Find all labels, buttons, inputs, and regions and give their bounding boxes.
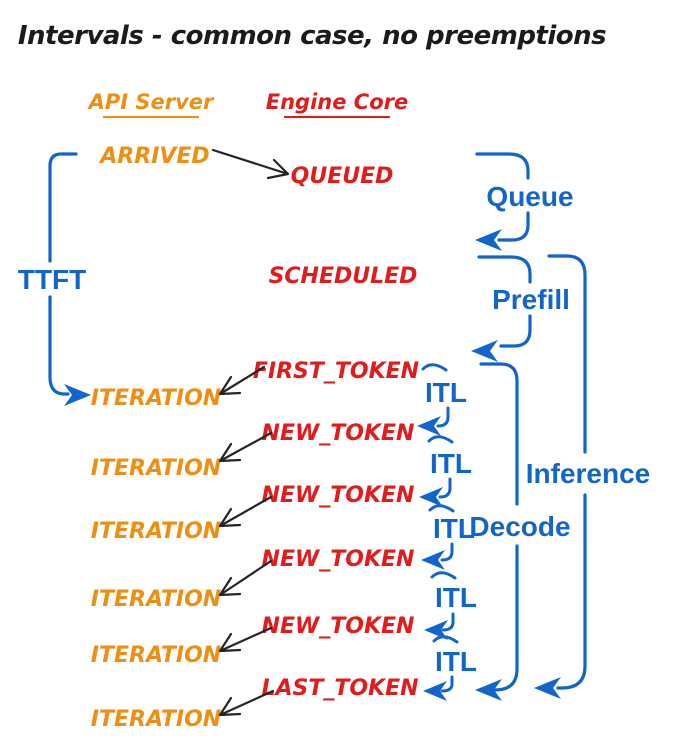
decode-arrowhead [475, 679, 502, 701]
inference-label: Inference [526, 458, 651, 489]
queue-arrowhead [475, 229, 502, 251]
arrow-new-token3-to-iteration [218, 559, 273, 597]
arrow-new-token2-to-iteration [218, 495, 273, 528]
arrow-first-token-to-iteration [218, 365, 266, 396]
itl-unit-2: ITL [419, 435, 472, 507]
itl-label-5: ITL [435, 646, 477, 677]
inference-bracket: Inference [526, 254, 651, 699]
itl-unit-1: ITL [417, 363, 467, 436]
prefill-label: Prefill [492, 284, 570, 315]
arrow-last-token-to-iteration [218, 689, 275, 717]
event-iteration-1: ITERATION [91, 386, 221, 411]
event-new-token-3: NEW_TOKEN [262, 547, 415, 572]
event-new-token-1: NEW_TOKEN [262, 421, 415, 446]
prefill-bracket: Prefill [471, 255, 570, 362]
event-new-token-4: NEW_TOKEN [262, 614, 415, 639]
event-arrived: ARRIVED [98, 144, 209, 169]
arrow-new-token1-to-iteration [218, 431, 273, 463]
prefill-arrowhead [471, 340, 498, 362]
arrow-arrived-to-queued [211, 148, 290, 180]
api-server-events: ARRIVED ITERATION ITERATION ITERATION IT… [91, 144, 221, 732]
itl-label-2: ITL [430, 448, 472, 479]
event-first-token: FIRST_TOKEN [253, 359, 419, 384]
queue-bracket: Queue [475, 152, 574, 251]
api-server-column-header: API Server [87, 90, 215, 114]
itl-arrowhead-4 [424, 620, 448, 640]
itl-arrowhead-3 [421, 550, 445, 570]
event-new-token-2: NEW_TOKEN [262, 483, 415, 508]
inference-arrowhead [534, 677, 561, 699]
arrow-new-token4-to-iteration [218, 626, 273, 653]
decode-label: Decode [469, 511, 570, 542]
engine-core-column-header: Engine Core [266, 90, 408, 114]
event-arrows [211, 148, 290, 717]
column-headers: API Server Engine Core [87, 90, 408, 118]
itl-arrowhead-1 [417, 416, 441, 436]
event-scheduled: SCHEDULED [269, 264, 418, 289]
itl-label-3: ITL [433, 513, 475, 544]
itl-label-1: ITL [425, 377, 467, 408]
itl-arrowhead-5 [423, 681, 447, 701]
queue-label: Queue [486, 181, 573, 212]
decode-bracket: Decode [469, 362, 571, 701]
engine-core-events: QUEUED SCHEDULED FIRST_TOKEN NEW_TOKEN N… [253, 164, 419, 701]
itl-unit-5: ITL [423, 635, 477, 701]
event-queued: QUEUED [291, 164, 394, 189]
ttft-arrowhead [64, 384, 91, 406]
ttft-label: TTFT [18, 264, 86, 295]
event-iteration-6: ITERATION [91, 707, 221, 732]
event-iteration-2: ITERATION [91, 456, 221, 481]
itl-unit-4: ITL [424, 571, 477, 640]
event-iteration-4: ITERATION [91, 587, 221, 612]
itl-unit-3: ITL [421, 504, 475, 570]
ttft-bracket: TTFT [18, 152, 91, 406]
event-last-token: LAST_TOKEN [261, 676, 418, 701]
itl-arrowhead-2 [419, 487, 443, 507]
event-iteration-3: ITERATION [91, 519, 221, 544]
diagram-title: Intervals - common case, no preemptions [18, 21, 606, 51]
event-iteration-5: ITERATION [91, 643, 221, 668]
itl-label-4: ITL [435, 582, 477, 613]
